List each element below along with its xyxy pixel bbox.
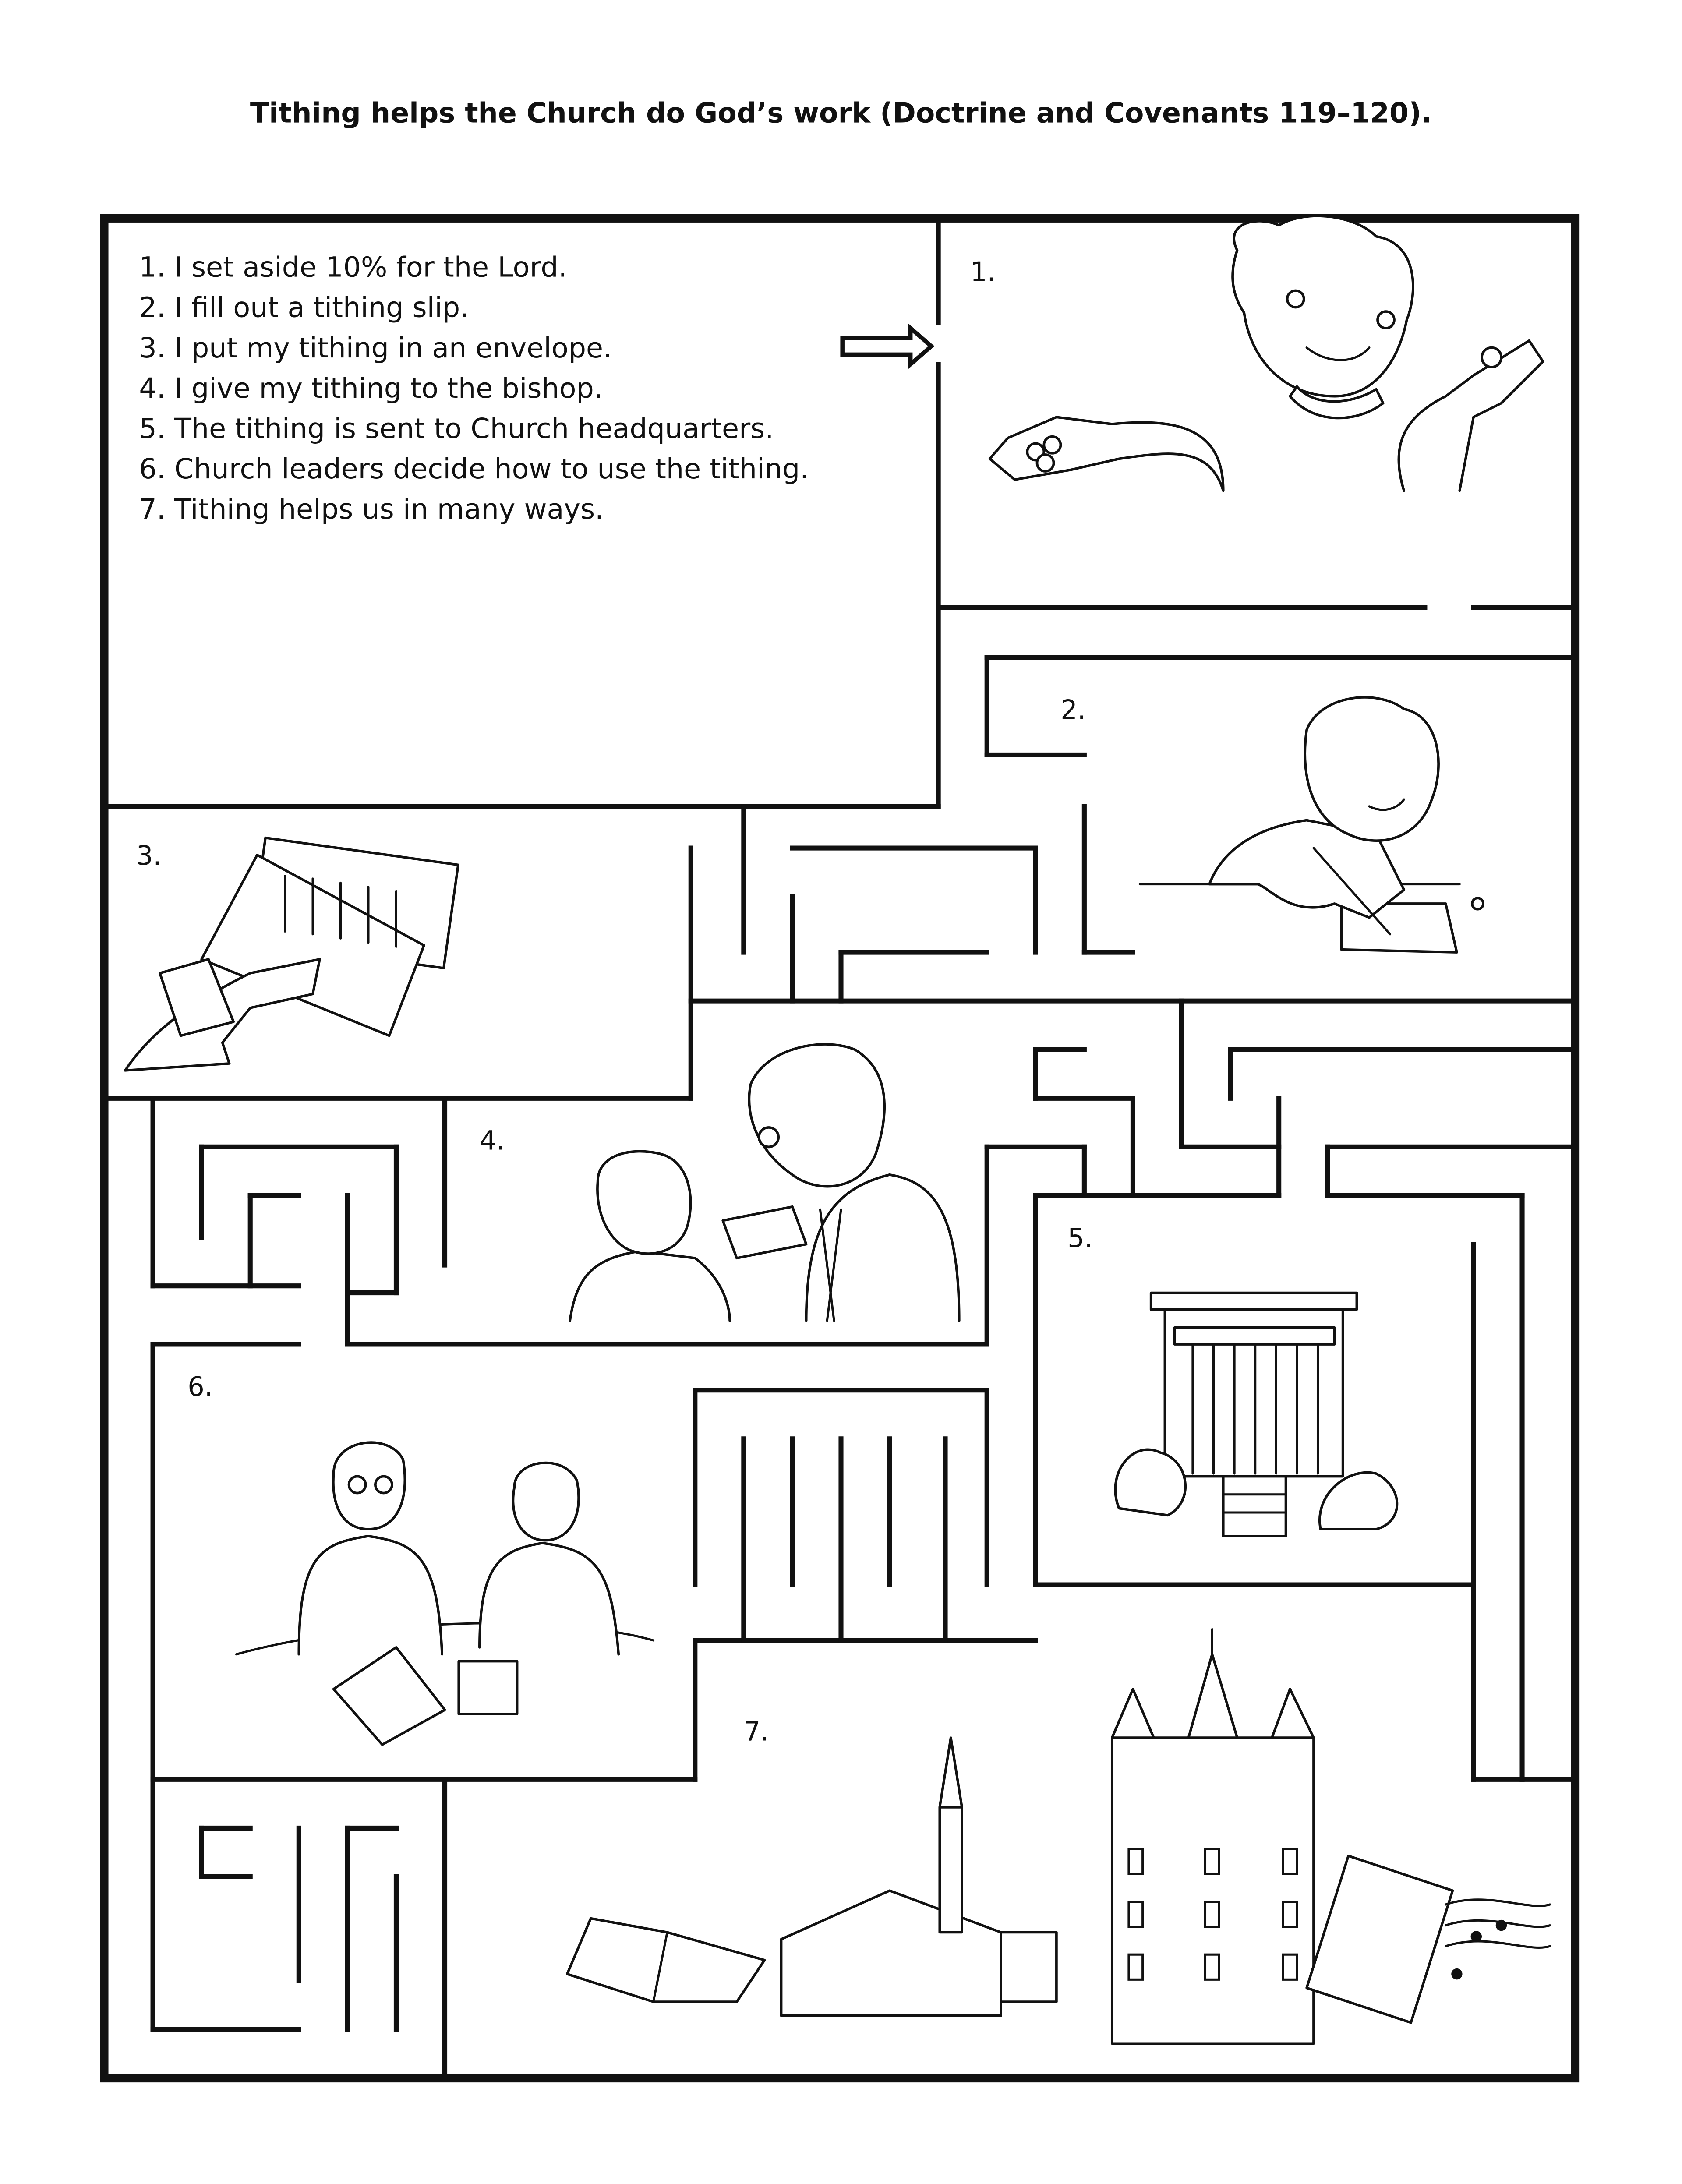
- panel-label-5: 5.: [1067, 1223, 1093, 1254]
- step-7: 7. Tithing helps us in many ways.: [139, 493, 604, 525]
- hand-with-envelope-illustration: [124, 836, 459, 1072]
- page-title: Tithing helps the Church do God’s work (…: [250, 96, 1432, 129]
- panel-label-1: 1.: [970, 257, 996, 287]
- child-giving-bishop-illustration: [569, 1043, 961, 1322]
- step-1: 1. I set aside 10% for the Lord.: [139, 251, 567, 283]
- step-list: 1. I set aside 10% for the Lord. 2. I fi…: [139, 251, 809, 525]
- church-headquarters-illustration: [1114, 1291, 1399, 1537]
- step-5: 5. The tithing is sent to Church headqua…: [139, 412, 774, 445]
- step-2: 2. I fill out a tithing slip.: [139, 291, 469, 324]
- step-6: 6. Church leaders decide how to use the …: [139, 452, 809, 485]
- maze-walls: [106, 220, 1573, 2081]
- step-3: 3. I put my tithing in an envelope.: [139, 332, 612, 364]
- panel-label-2: 2.: [1060, 695, 1086, 725]
- church-leaders-meeting-illustration: [235, 1441, 655, 1746]
- child-writing-slip-illustration: [1138, 696, 1485, 954]
- panel-label-7: 7.: [744, 1716, 769, 1747]
- panel-label-3: 3.: [136, 841, 162, 871]
- child-with-coins-illustration: [988, 215, 1544, 492]
- panel-label-4: 4.: [480, 1126, 505, 1156]
- panel-label-6: 6.: [187, 1371, 213, 1402]
- maze-border: [100, 214, 1580, 2083]
- blessings-of-tithing-illustration: [565, 1628, 1551, 2045]
- step-4: 4. I give my tithing to the bishop.: [139, 372, 603, 404]
- right-arrow-outline-icon: [840, 323, 935, 369]
